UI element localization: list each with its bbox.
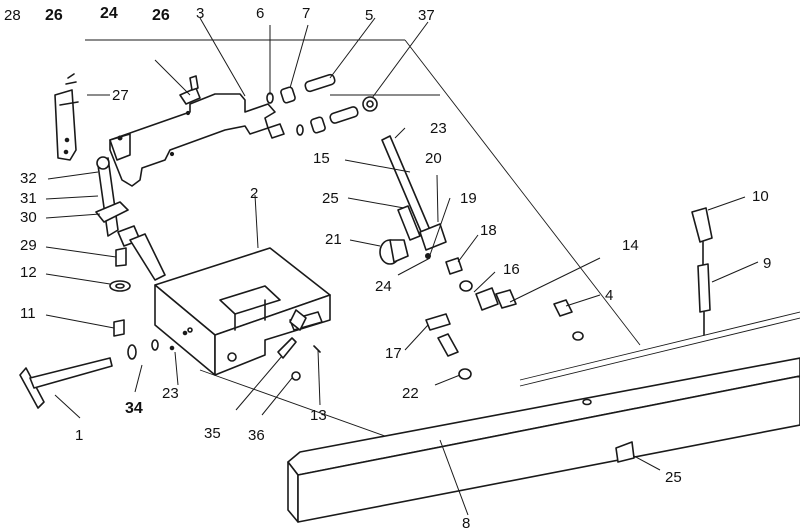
callout-18: 18 <box>480 222 497 239</box>
callout-11: 11 <box>20 305 36 322</box>
callout-15: 15 <box>313 150 330 167</box>
link-assembly-parts <box>379 135 635 463</box>
vertical-rod-parts-9-10 <box>691 207 713 336</box>
callout-32: 32 <box>20 170 37 187</box>
callout-2: 2 <box>250 185 258 202</box>
callout-3: 3 <box>196 5 204 22</box>
callout-37: 37 <box>418 7 435 24</box>
top-bracket-part-3 <box>109 75 285 187</box>
callout-14: 14 <box>622 237 639 254</box>
callout-12: 12 <box>20 264 37 281</box>
callout-5: 5 <box>365 7 373 24</box>
callout-23-upper: 23 <box>430 120 447 137</box>
t-handle-screw-part-1 <box>19 330 188 409</box>
callout-1: 1 <box>75 427 83 444</box>
callout-35: 35 <box>204 425 221 442</box>
callout-4: 4 <box>605 287 613 304</box>
callout-24-top: 24 <box>100 5 118 22</box>
callout-28: 28 <box>4 7 21 24</box>
leader-lines <box>45 17 759 516</box>
callout-21: 21 <box>325 231 342 248</box>
callout-16: 16 <box>503 261 520 278</box>
callout-19: 19 <box>460 190 477 207</box>
callout-27: 27 <box>112 87 129 104</box>
pin-parts-35-36-13 <box>277 337 321 381</box>
main-block-part-2 <box>154 247 331 376</box>
callout-30: 30 <box>20 209 37 226</box>
callout-8: 8 <box>462 515 470 531</box>
callout-31: 31 <box>20 190 37 207</box>
callout-25-lower: 25 <box>665 469 682 486</box>
handle-assembly <box>95 156 166 337</box>
callout-24: 24 <box>375 278 392 295</box>
callout-23-lower: 23 <box>162 385 179 402</box>
callout-25-upper: 25 <box>322 190 339 207</box>
callout-26-top-left: 26 <box>45 7 63 24</box>
callout-10: 10 <box>752 188 769 205</box>
callout-22: 22 <box>402 385 419 402</box>
callout-20: 20 <box>425 150 442 167</box>
callout-7: 7 <box>302 5 310 22</box>
callout-17: 17 <box>385 345 402 362</box>
callout-9: 9 <box>763 255 771 272</box>
rod-set-upper <box>266 73 378 136</box>
callout-29: 29 <box>20 237 37 254</box>
base-outline-lines <box>85 39 641 471</box>
small-bracket-part-27 <box>54 73 79 161</box>
callout-labels: 28 26 24 26 3 6 7 5 37 27 23 15 20 32 2 … <box>4 5 771 531</box>
callout-26-top: 26 <box>152 7 170 24</box>
callout-34: 34 <box>125 400 143 417</box>
callout-6: 6 <box>256 5 264 22</box>
callout-36: 36 <box>248 427 265 444</box>
callout-13: 13 <box>310 407 327 424</box>
long-rail-part-8 <box>287 311 800 523</box>
